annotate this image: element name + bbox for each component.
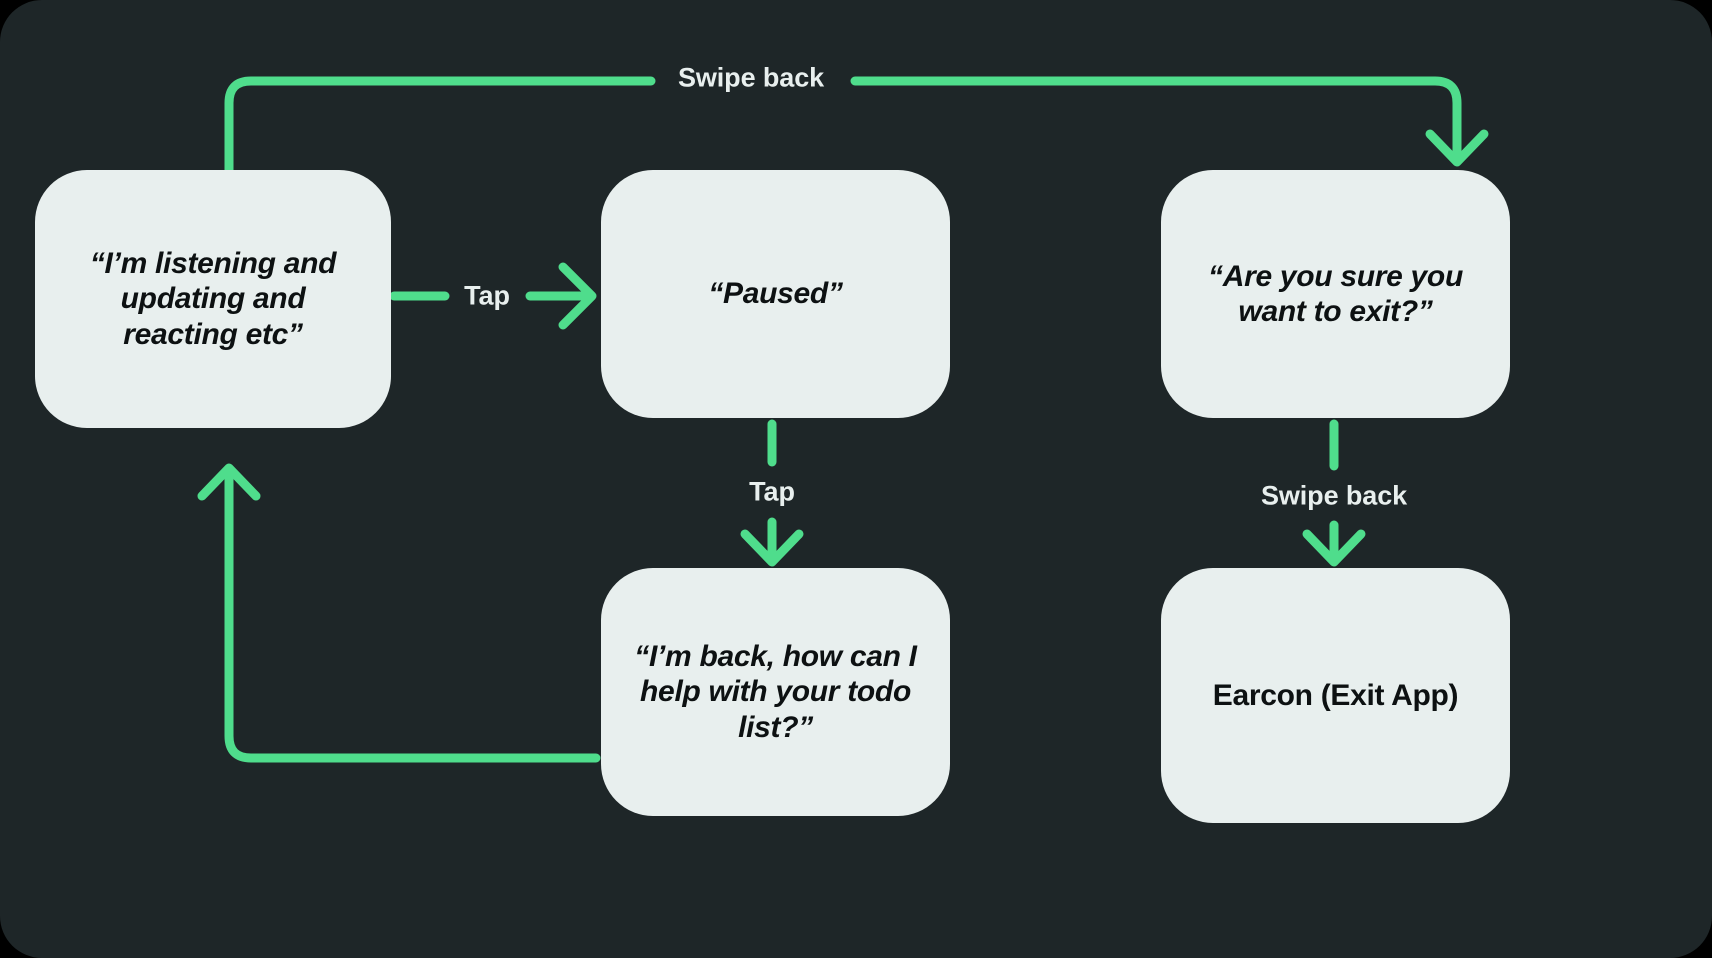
- edge-paused-to-back-arrowhead: [740, 529, 804, 567]
- edge-back-to-listening-arrowhead: [197, 463, 261, 501]
- edge-confirm-to-earcon-arrowhead: [1302, 529, 1366, 567]
- edge-label-tap-paused-to-back: Tap: [749, 476, 795, 507]
- node-back[interactable]: “I’m back, how can I help with your todo…: [601, 568, 950, 816]
- node-earcon[interactable]: Earcon (Exit App): [1161, 568, 1510, 823]
- edge-back-to-listening-path: [224, 465, 601, 763]
- node-listening[interactable]: “I’m listening and updating and reacting…: [35, 170, 391, 428]
- node-confirm-exit[interactable]: “Are you sure you want to exit?”: [1161, 170, 1510, 418]
- node-paused-label: “Paused”: [708, 277, 843, 311]
- node-back-label: “I’m back, how can I help with your todo…: [634, 639, 917, 744]
- edge-listening-to-confirm-left-segment: [224, 76, 656, 175]
- node-listening-label: “I’m listening and updating and reacting…: [89, 246, 337, 351]
- node-confirm-exit-label: “Are you sure you want to exit?”: [1208, 259, 1463, 328]
- edge-listening-to-paused-arrowhead: [558, 262, 597, 330]
- edge-listening-to-confirm-arrowhead: [1425, 129, 1489, 167]
- node-earcon-label: Earcon (Exit App): [1212, 678, 1459, 712]
- node-paused[interactable]: “Paused”: [601, 170, 950, 418]
- edge-label-swipe-back-confirm-to-earcon: Swipe back: [1260, 480, 1408, 511]
- edge-listening-to-confirm-right-segment: [850, 76, 1462, 165]
- edge-label-tap-listening-to-paused: Tap: [464, 280, 510, 311]
- edge-label-swipe-back-top: Swipe back: [677, 62, 825, 93]
